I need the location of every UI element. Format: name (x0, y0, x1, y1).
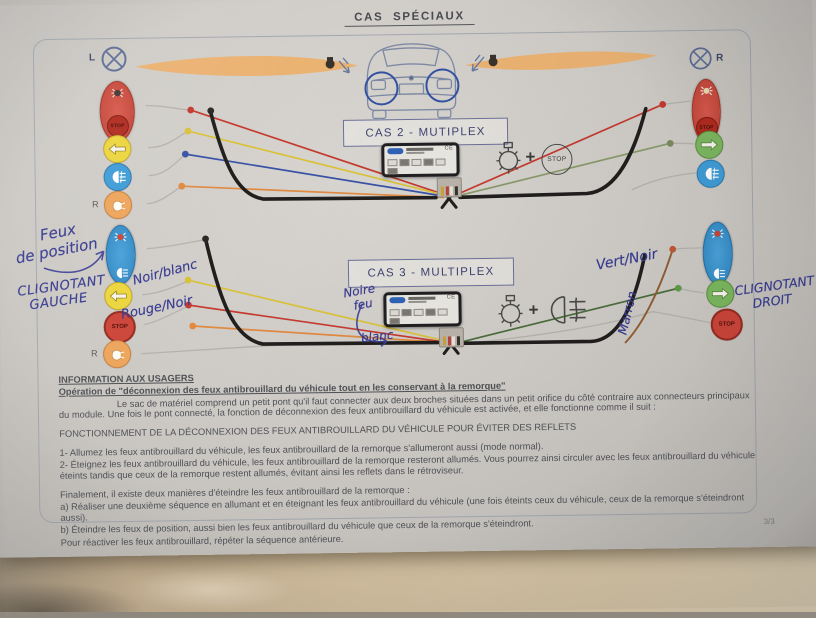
handwriting-module-note: Noire feu (342, 281, 378, 314)
left-arrow-icon (108, 143, 126, 155)
page-title: CAS SPÉCIAUX (344, 10, 474, 27)
right-arrow-icon (700, 139, 718, 151)
tail-light-bulb-icon (110, 87, 124, 99)
cas2-module: CE (381, 142, 459, 177)
left-lamp-cross-icon (101, 46, 127, 72)
module-brand-logo (387, 148, 403, 154)
cas3-module: CE (383, 291, 461, 327)
position-light-bulb-icon (113, 231, 127, 243)
cas3-right-position-fog-icon (702, 221, 733, 284)
cas2-connector (437, 177, 462, 197)
cas3-legend-fog-icon (546, 294, 588, 325)
plus-sign: + (528, 300, 538, 320)
right-lamp-label: R (716, 53, 723, 64)
module-text-line (406, 152, 424, 154)
module-pin-icons (390, 308, 456, 322)
module-text-line (408, 301, 426, 303)
right-lamp-cross-icon (689, 47, 712, 70)
plus-sign: + (525, 147, 535, 167)
module-text-line (406, 148, 433, 151)
module-brand-logo (389, 297, 405, 303)
fog-lamp-icon (109, 170, 127, 184)
cas3-connector (439, 327, 464, 347)
cas2-left-tail-stop-light-icon: STOP (99, 81, 135, 142)
page-number: 3/3 (763, 517, 774, 526)
info-functioning-line: FONCTIONNEMENT DE LA DÉCONNEXION DES FEU… (59, 419, 759, 440)
cas2-module-label: CE (384, 145, 456, 174)
paper-sheet: CAS SPÉCIAUX 3/3 (0, 0, 816, 558)
fog-lamp-icon (113, 267, 129, 279)
information-text-block: INFORMATION AUX USAGERS Opération de "dé… (58, 365, 760, 550)
left-lamp-label: L (89, 52, 95, 63)
reverse-lamp-icon (109, 347, 125, 360)
fog-lamp-icon (702, 167, 720, 181)
position-light-bulb-icon (710, 228, 724, 240)
cas3-legend-taillight-icon (494, 294, 526, 328)
module-text-line (408, 297, 435, 300)
ce-mark: CE (447, 294, 456, 300)
tail-light-bulb-icon (699, 85, 713, 97)
cas3-reverse-label: R (91, 348, 98, 358)
cas3-module-label: CE (386, 294, 458, 324)
cas2-reverse-label: R (92, 199, 99, 209)
cas2-legend-taillight-icon (492, 141, 524, 175)
ce-mark: CE (445, 145, 454, 151)
right-arrow-icon (711, 288, 729, 300)
reverse-lamp-icon (110, 198, 126, 211)
stop-light-badge: STOP (106, 115, 128, 137)
left-arrow-icon (109, 290, 127, 302)
module-pin-icons (387, 158, 453, 172)
fog-lamp-icon (710, 268, 726, 280)
